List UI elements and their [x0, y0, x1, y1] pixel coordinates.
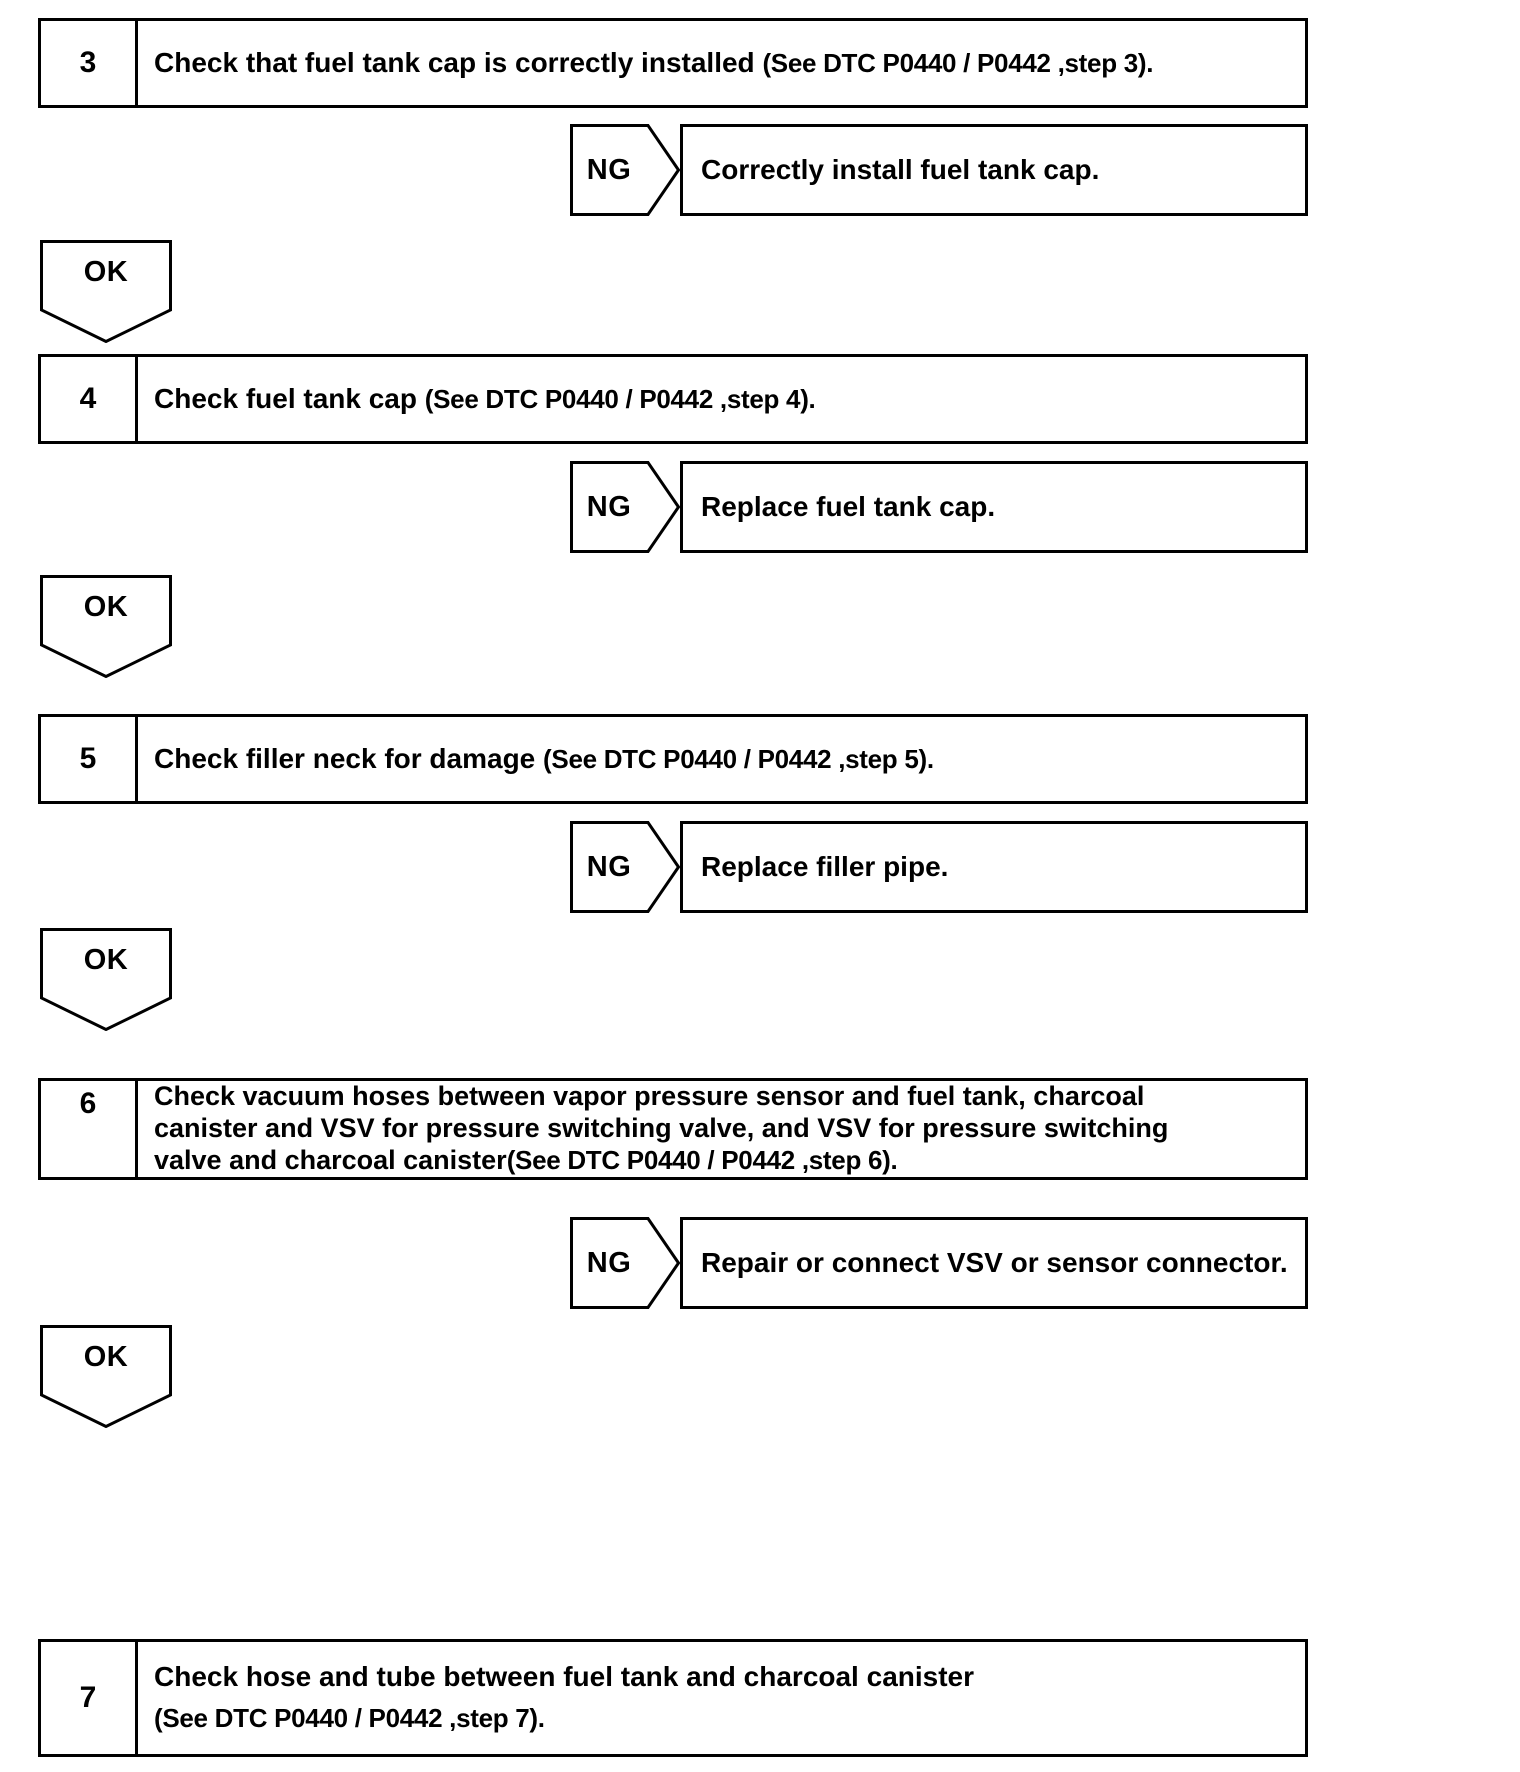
step-text-7: Check hose and tube between fuel tank an… [138, 1642, 1305, 1754]
ng-chevron-icon-3: NG [570, 124, 680, 216]
step-text-line: (See DTC P0440 / P0442 ,step 7). [154, 1698, 1305, 1739]
step-text-line: Check vacuum hoses between vapor pressur… [154, 1081, 1305, 1113]
ng-branch-3: NG Correctly install fuel tank cap. [570, 124, 1308, 216]
ng-result-text-3: Correctly install fuel tank cap. [701, 154, 1100, 185]
step-text-reference: (See DTC P0440 / P0442 ,step 6). [506, 1144, 898, 1175]
ng-result-box-4: Replace fuel tank cap. [680, 461, 1308, 553]
ok-label-4: OK [83, 590, 129, 623]
ng-branch-5: NG Replace filler pipe. [570, 821, 1308, 913]
ng-result-box-5: Replace filler pipe. [680, 821, 1308, 913]
step-number-6: 6 [41, 1081, 138, 1177]
ok-pentagon-6: OK [40, 1325, 172, 1428]
step-text-main: canister and VSV for pressure switching … [154, 1113, 1169, 1144]
step-number-3: 3 [41, 21, 138, 105]
step-box-3: 3 Check that fuel tank cap is correctly … [38, 18, 1308, 108]
step-box-6: 6 Check vacuum hoses between vapor press… [38, 1078, 1308, 1180]
step-box-4: 4 Check fuel tank cap (See DTC P0440 / P… [38, 354, 1308, 444]
step-text-reference: (See DTC P0440 / P0442 ,step 5). [543, 743, 934, 774]
ng-branch-4: NG Replace fuel tank cap. [570, 461, 1308, 553]
step-text-line: Check that fuel tank cap is correctly in… [154, 46, 1305, 80]
ng-result-text-6: Repair or connect VSV or sensor connecto… [701, 1247, 1288, 1278]
ok-pentagon-4: OK [40, 575, 172, 678]
ng-result-box-6: Repair or connect VSV or sensor connecto… [680, 1217, 1308, 1309]
step-text-3: Check that fuel tank cap is correctly in… [138, 21, 1305, 105]
ng-result-box-3: Correctly install fuel tank cap. [680, 124, 1308, 216]
ng-result-text-4: Replace fuel tank cap. [701, 491, 996, 522]
ng-label-5: NG [586, 850, 632, 883]
ng-label-4: NG [586, 490, 632, 523]
ng-label-6: NG [586, 1246, 632, 1279]
step-text-reference: (See DTC P0440 / P0442 ,step 4). [424, 383, 816, 414]
step-text-reference: (See DTC P0440 / P0442 ,step 7). [154, 1703, 545, 1733]
ok-label-3: OK [83, 255, 129, 288]
step-text-line: Check filler neck for damage (See DTC P0… [154, 742, 1305, 776]
step-text-4: Check fuel tank cap (See DTC P0440 / P04… [138, 357, 1305, 441]
step-text-5: Check filler neck for damage (See DTC P0… [138, 717, 1305, 801]
step-text-main: Check fuel tank cap [154, 382, 425, 414]
ng-result-text-5: Replace filler pipe. [701, 851, 949, 882]
ng-branch-6: NG Repair or connect VSV or sensor conne… [570, 1217, 1308, 1309]
step-text-line: Check fuel tank cap (See DTC P0440 / P04… [154, 382, 1305, 416]
ng-chevron-icon-6: NG [570, 1217, 680, 1309]
step-text-line: Check hose and tube between fuel tank an… [154, 1657, 1305, 1698]
step-text-line: valve and charcoal canister(See DTC P044… [154, 1145, 1305, 1177]
step-text-main: Check filler neck for damage [154, 742, 544, 774]
ng-label-3: NG [586, 153, 632, 186]
step-number-4: 4 [41, 357, 138, 441]
step-text-main: Check that fuel tank cap is correctly in… [154, 46, 763, 78]
step-number-7: 7 [41, 1642, 138, 1754]
step-text-main: valve and charcoal canister [154, 1144, 507, 1175]
step-number-5: 5 [41, 717, 138, 801]
step-box-7: 7 Check hose and tube between fuel tank … [38, 1639, 1308, 1757]
step-text-main: Check vacuum hoses between vapor pressur… [154, 1081, 1145, 1112]
ng-chevron-icon-5: NG [570, 821, 680, 913]
ok-label-5: OK [83, 943, 129, 976]
step-text-line: canister and VSV for pressure switching … [154, 1113, 1305, 1145]
ok-label-6: OK [83, 1340, 129, 1373]
step-box-5: 5 Check filler neck for damage (See DTC … [38, 714, 1308, 804]
step-text-main: Check hose and tube between fuel tank an… [154, 1661, 975, 1693]
ok-pentagon-5: OK [40, 928, 172, 1031]
ok-pentagon-3: OK [40, 240, 172, 343]
step-text-6: Check vacuum hoses between vapor pressur… [138, 1081, 1305, 1177]
ng-chevron-icon-4: NG [570, 461, 680, 553]
step-text-reference: (See DTC P0440 / P0442 ,step 3). [762, 47, 1154, 78]
